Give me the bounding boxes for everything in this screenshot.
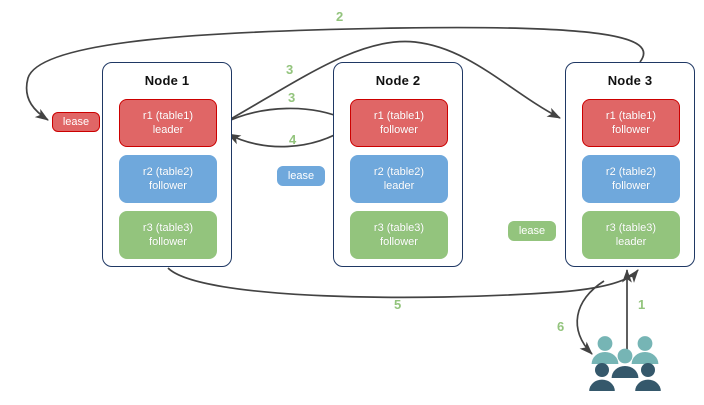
step-label-6: 6 <box>557 319 565 334</box>
replica-name: r1 (table1) <box>142 110 194 122</box>
replica-node2-r2[interactable]: r2 (table2) leader <box>350 155 448 203</box>
replica-name: r1 (table1) <box>605 110 657 122</box>
replica-node1-r3[interactable]: r3 (table3) follower <box>119 211 217 259</box>
node-container-1: Node 1 r1 (table1) leader r2 (table2) fo… <box>102 62 232 267</box>
replica-role: follower <box>380 236 418 248</box>
step-label-3a: 3 <box>286 62 294 77</box>
replica-node2-r1[interactable]: r1 (table1) follower <box>350 99 448 147</box>
replica-role: leader <box>152 124 184 136</box>
step-label-2: 2 <box>336 9 344 24</box>
node-container-3: Node 3 r1 (table1) follower r2 (table2) … <box>565 62 695 267</box>
replica-role: follower <box>149 180 187 192</box>
replica-name: r2 (table2) <box>142 166 194 178</box>
step-label-1: 1 <box>638 297 646 312</box>
replica-role: follower <box>612 180 650 192</box>
arrow-step-3-to-node2 <box>221 107 348 125</box>
lease-badge-r3[interactable]: lease <box>508 221 556 241</box>
lease-badge-r2[interactable]: lease <box>277 166 325 186</box>
replica-node2-r3[interactable]: r3 (table3) follower <box>350 211 448 259</box>
step-label-5: 5 <box>394 297 402 312</box>
replica-name: r2 (table2) <box>373 166 425 178</box>
replica-name: r3 (table3) <box>373 222 425 234</box>
replica-node1-r1[interactable]: r1 (table1) leader <box>119 99 217 147</box>
replica-node3-r1[interactable]: r1 (table1) follower <box>582 99 680 147</box>
people-group-icon <box>589 336 661 391</box>
replica-name: r3 (table3) <box>142 222 194 234</box>
step-label-4: 4 <box>289 132 297 147</box>
node-title-3: Node 3 <box>607 73 653 88</box>
node-title-1: Node 1 <box>144 73 190 88</box>
node-title-2: Node 2 <box>375 73 421 88</box>
replica-role: leader <box>615 236 647 248</box>
replica-name: r3 (table3) <box>605 222 657 234</box>
step-label-3b: 3 <box>288 90 296 105</box>
replica-name: r1 (table1) <box>373 110 425 122</box>
node-container-2: Node 2 r1 (table1) follower r2 (table2) … <box>333 62 463 267</box>
replica-node1-r2[interactable]: r2 (table2) follower <box>119 155 217 203</box>
replica-node3-r2[interactable]: r2 (table2) follower <box>582 155 680 203</box>
replica-name: r2 (table2) <box>605 166 657 178</box>
replica-role: follower <box>612 124 650 136</box>
replica-role: follower <box>149 236 187 248</box>
replica-role: follower <box>380 124 418 136</box>
lease-badge-r1[interactable]: lease <box>52 112 100 132</box>
replica-role: leader <box>383 180 415 192</box>
arrow-step-5 <box>167 267 639 299</box>
replica-node3-r3[interactable]: r3 (table3) leader <box>582 211 680 259</box>
